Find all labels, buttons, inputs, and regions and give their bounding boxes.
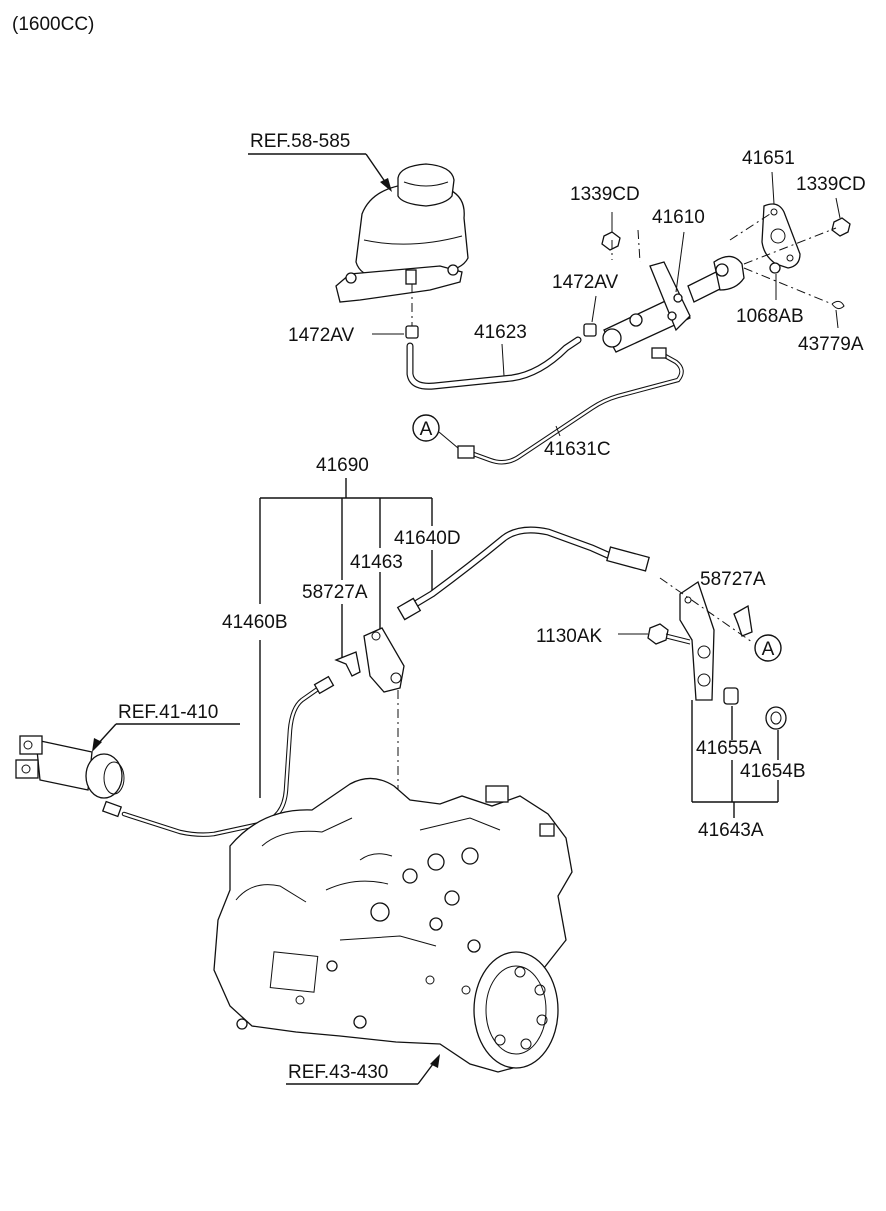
label-41655a: 41655A (696, 738, 762, 759)
ref-release-cylinder-label: REF.41-410 (118, 702, 218, 723)
label-1472av-upper: 1472AV (552, 272, 619, 293)
connector-marker-a-upper: A (412, 414, 459, 449)
label-1130ak: 1130AK (536, 626, 603, 647)
leader-43779a (835, 309, 839, 329)
leader-41651 (771, 171, 775, 205)
label-41654b: 41654B (740, 761, 806, 782)
bracket-41643a (691, 700, 779, 818)
centerline-clevis (743, 267, 833, 305)
connector-label-upper: A (420, 419, 433, 440)
label-41460b: 41460B (222, 612, 288, 633)
label-41690: 41690 (316, 455, 369, 476)
arrowhead-ref-reservoir (380, 178, 392, 192)
label-1068ab: 1068AB (736, 306, 804, 327)
hose-bracket (363, 627, 405, 693)
clutch-pipe (457, 347, 684, 465)
retaining-clip-right (733, 604, 753, 637)
label-41463: 41463 (350, 552, 403, 573)
ref-reservoir-label: REF.58-585 (250, 131, 350, 152)
gasket (761, 203, 801, 269)
bolt-1130ak (647, 623, 691, 645)
clutch-master-cylinder (602, 255, 745, 353)
label-1339cd-right: 1339CD (796, 174, 866, 195)
label-41640d: 41640D (394, 528, 461, 549)
leader-1339cd-right (835, 197, 841, 219)
bracket-41690 (259, 478, 433, 798)
connector-marker-a-right: A (754, 634, 782, 662)
leader-1472av-upper (591, 295, 597, 323)
nut-right (831, 217, 851, 237)
retaining-clip-left (334, 651, 361, 677)
label-43779a: 43779A (798, 334, 864, 355)
clevis-pin (831, 300, 845, 310)
label-58727a-right: 58727A (700, 569, 766, 590)
leader-41631c (555, 425, 561, 437)
grommet-41654b (765, 706, 787, 730)
label-1339cd-left: 1339CD (570, 184, 640, 205)
label-41631c: 41631C (544, 439, 611, 460)
bushing-41655a (723, 687, 739, 705)
ref-transaxle-label: REF.43-430 (288, 1062, 388, 1083)
release-cylinder (15, 735, 125, 799)
leader-41623 (501, 343, 505, 377)
mounting-bracket (679, 580, 715, 701)
centerline-41610 (637, 229, 641, 263)
label-41610: 41610 (652, 207, 705, 228)
arrowhead-ref-transaxle (430, 1054, 440, 1068)
hose-clamp-upper-right (583, 323, 597, 337)
connector-label-right: A (762, 639, 775, 660)
label-58727a-left: 58727A (302, 582, 368, 603)
release-pipe (101, 675, 335, 837)
label-41643a: 41643A (698, 820, 764, 841)
flexible-hose (396, 526, 650, 621)
leader-41610 (675, 231, 685, 293)
arrowhead-ref-release (92, 738, 102, 752)
hose-clamp-upper-left (405, 325, 419, 339)
label-41623: 41623 (474, 322, 527, 343)
engine-note: (1600CC) (12, 14, 94, 35)
washer (769, 262, 781, 274)
label-41651: 41651 (742, 148, 795, 169)
reservoir-hose (406, 336, 582, 390)
brake-reservoir (335, 163, 469, 303)
centerline-master-axis (743, 227, 837, 265)
centerline-gasket (729, 213, 771, 241)
transaxle-housing (213, 777, 573, 1073)
nut-left (601, 231, 621, 251)
label-1472av-left: 1472AV (288, 325, 355, 346)
